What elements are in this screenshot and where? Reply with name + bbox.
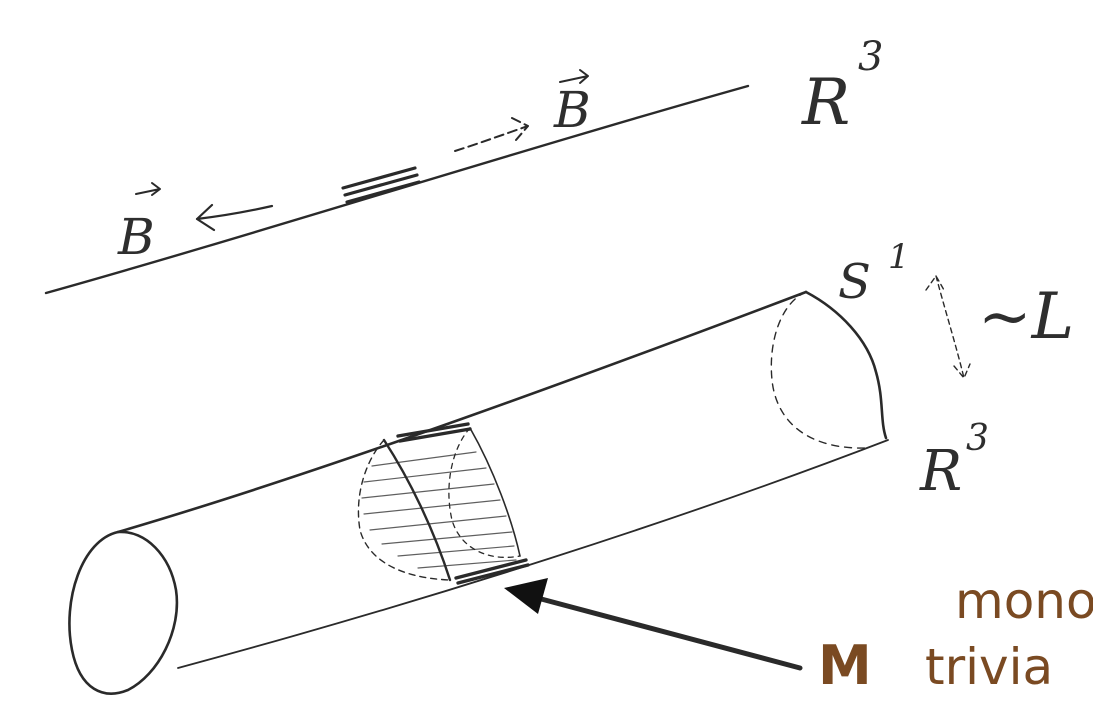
slice-back-arc: [357, 439, 451, 581]
cylinder-top-edge: [116, 290, 808, 534]
circle-label-exponent: 1: [888, 237, 910, 277]
arrow-left-mark: [195, 203, 274, 232]
cylinder: [68, 290, 889, 695]
slice-flux-bottom: [454, 558, 530, 585]
cylinder-left-end: [68, 530, 179, 695]
pointer-arrowhead: [504, 578, 548, 614]
slice-far-back-arc: [448, 427, 521, 558]
slice-far-arc: [469, 427, 521, 557]
r3-line-group: [44, 69, 750, 295]
field-label-left: B: [117, 208, 155, 266]
pointer-arrow: [504, 578, 803, 671]
space-label-top: R: [801, 66, 850, 140]
space-label-bottom-exponent: 3: [966, 418, 989, 459]
field-label-right: B: [553, 81, 591, 139]
caption-line-2: trivia: [925, 638, 1053, 696]
caption-line-1: mono: [955, 572, 1093, 630]
vector-bar-right: [559, 69, 589, 84]
cylinder-bottom-edge: [177, 439, 889, 669]
vector-bar-left: [135, 182, 161, 196]
cylinder-right-end-back: [770, 291, 869, 449]
size-double-arrow: [925, 275, 971, 379]
monopole-slice: [357, 422, 530, 585]
space-label-top-exponent: 3: [858, 34, 883, 80]
space-label-bottom: R: [919, 439, 962, 504]
slice-flux-top: [396, 422, 472, 443]
size-label: ~L: [978, 280, 1074, 354]
circle-label: S: [838, 254, 871, 310]
cylinder-right-end-front: [804, 290, 888, 440]
flux-tube-mark: [341, 166, 421, 204]
slice-hatching: [361, 451, 517, 569]
arrow-right-mark: [454, 117, 529, 152]
pointer-label: M: [818, 634, 872, 697]
slice-front-arc: [382, 438, 452, 582]
